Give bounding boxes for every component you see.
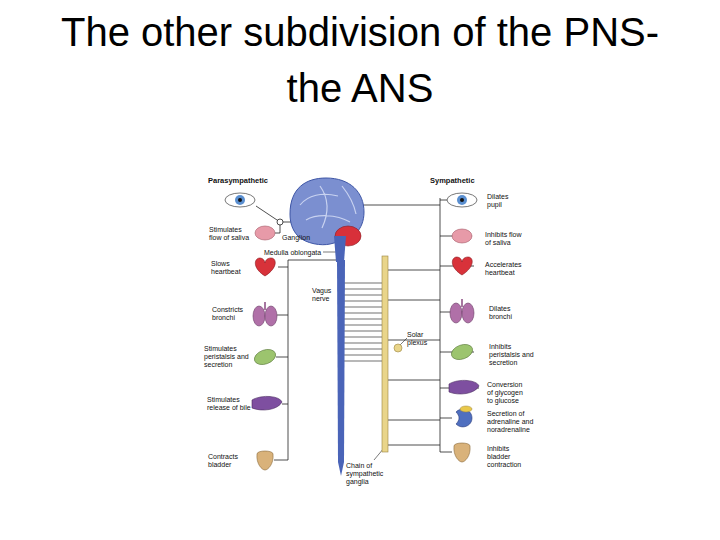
ganglion-symbol (277, 219, 283, 225)
effect-label: Constricts bronchi (212, 306, 248, 322)
effect-label: Secretion of adrenaline and noradrenalin… (487, 410, 535, 434)
heart-shape (255, 258, 275, 276)
eye-iris (235, 195, 245, 205)
heart (452, 257, 472, 275)
effect-label: Inhibits bladder contraction (487, 445, 527, 469)
structure-label: Chain of sympathetic ganglia (346, 462, 386, 486)
liver (449, 380, 479, 394)
lung-right (265, 306, 277, 326)
eye-pupil (238, 198, 242, 202)
stomach (449, 342, 474, 363)
spinal-cord (337, 260, 345, 476)
liver-shape (252, 396, 282, 410)
effect-label: Inhibits peristalsis and secretion (489, 343, 539, 367)
effect-label: Stimulates flow of saliva (209, 226, 251, 242)
eye-white (225, 193, 255, 207)
effect-label: Dilates pupil (487, 193, 517, 209)
lungs (450, 299, 474, 323)
structure-label: Ganglion (282, 234, 322, 242)
division-heading: Parasympathetic (208, 177, 298, 185)
effect-label: Inhibits flow of saliva (485, 231, 525, 247)
heart (255, 258, 275, 276)
eye (447, 193, 477, 207)
structure-label: Vagus nerve (312, 287, 336, 303)
effect-label: Stimulates peristalsis and secretion (204, 345, 254, 369)
gland-shape (255, 226, 275, 240)
division-heading: Sympathetic (430, 177, 500, 185)
salivary-gland (255, 226, 275, 240)
liver (252, 396, 282, 410)
brain-folds (300, 186, 356, 228)
effect-label: Conversion of glycogen to glucose (487, 381, 527, 405)
lungs (253, 302, 277, 326)
structure-label: Medulla oblongata (264, 249, 334, 257)
effect-label: Stimulates release of bile (207, 396, 253, 412)
bladder (454, 443, 470, 462)
solar-plexus-symbol (394, 344, 402, 352)
bladder (257, 451, 273, 470)
structure-label: Solar plexus (407, 331, 431, 347)
adrenal-gland (460, 406, 472, 412)
effect-label: Slows heartbeat (211, 260, 245, 276)
eye (225, 193, 255, 207)
sympathetic-chain (382, 256, 388, 452)
bladder-shape (257, 451, 273, 470)
stomach (252, 347, 277, 368)
brainstem (334, 236, 346, 262)
spinal-nerve-ladder (344, 283, 382, 361)
figure-background (196, 170, 538, 486)
salivary-gland (452, 229, 472, 243)
lung-left (253, 306, 265, 326)
effect-label: Contracts bladder (208, 453, 244, 469)
slide-title: The other subdivision of the PNS- the AN… (45, 4, 675, 116)
trachea (264, 302, 266, 310)
stomach-shape (252, 347, 277, 368)
effect-label: Dilates bronchi (489, 305, 521, 321)
leader-lines (323, 252, 407, 460)
effect-label: Accelerates heartbeat (485, 261, 525, 277)
